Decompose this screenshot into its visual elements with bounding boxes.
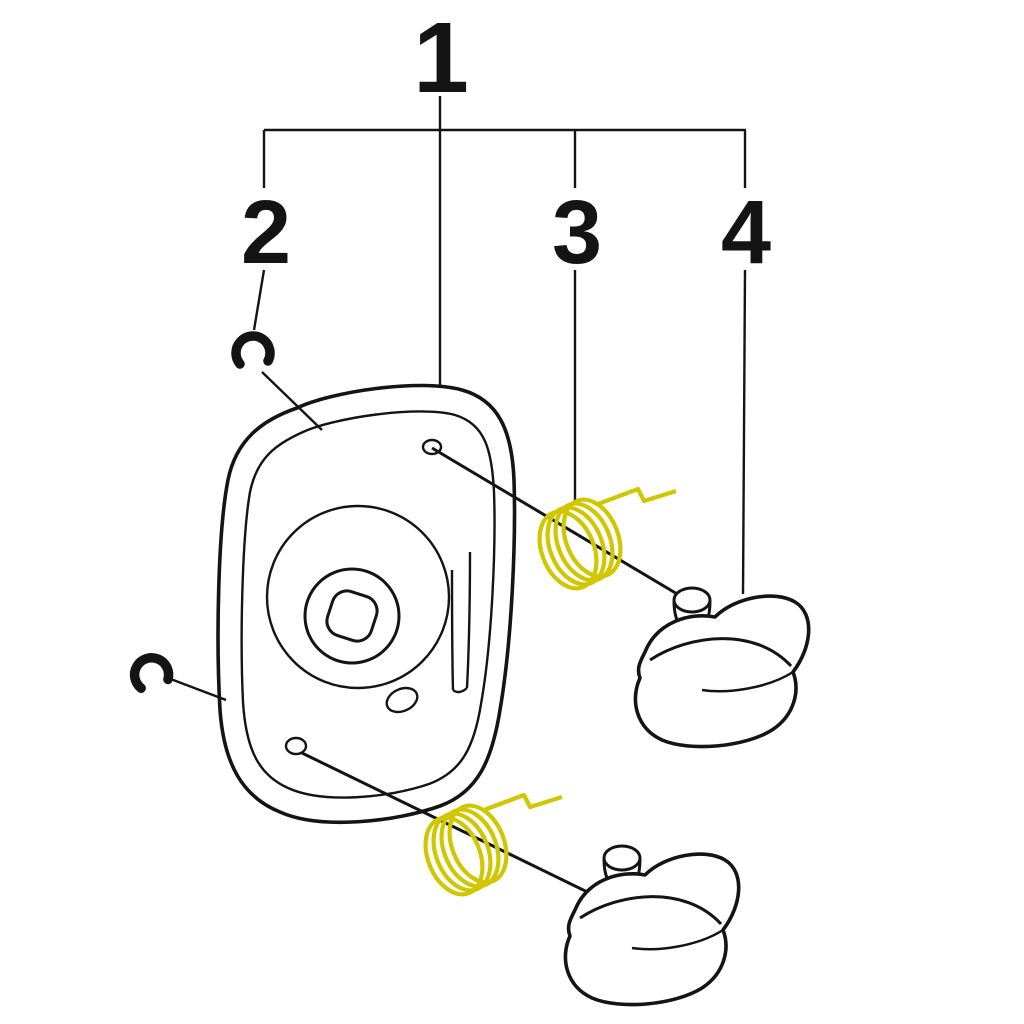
lower-spring <box>415 795 562 903</box>
upper-pawl <box>633 586 811 749</box>
callout-1-label: 1 <box>413 2 469 114</box>
leader-2-to-clip <box>252 269 266 331</box>
leader-4-to-pawl <box>741 269 747 595</box>
plate-center-hole <box>325 589 379 643</box>
housing-plate <box>216 383 517 825</box>
plate-inner-rim <box>240 410 496 799</box>
leader-left-clip-to-plate <box>167 676 227 702</box>
callout-3-label: 3 <box>552 183 602 283</box>
callout-bracket <box>262 96 747 388</box>
upper-e-clip <box>236 336 270 364</box>
lower-pawl <box>563 844 741 1007</box>
left-e-clip <box>131 655 170 689</box>
callout-2-label: 2 <box>241 183 291 283</box>
plate-side-channel <box>450 551 472 694</box>
plate-face-circle <box>265 504 451 690</box>
leader-clip-to-plate <box>261 371 323 431</box>
callout-lines <box>167 96 747 702</box>
lower-pawl-shaft <box>301 751 613 906</box>
diagram-root: 1 2 3 4 <box>131 2 811 1007</box>
lower-pawl-post <box>284 736 308 756</box>
plate-small-hole <box>385 686 419 714</box>
callout-4-label: 4 <box>721 183 771 283</box>
